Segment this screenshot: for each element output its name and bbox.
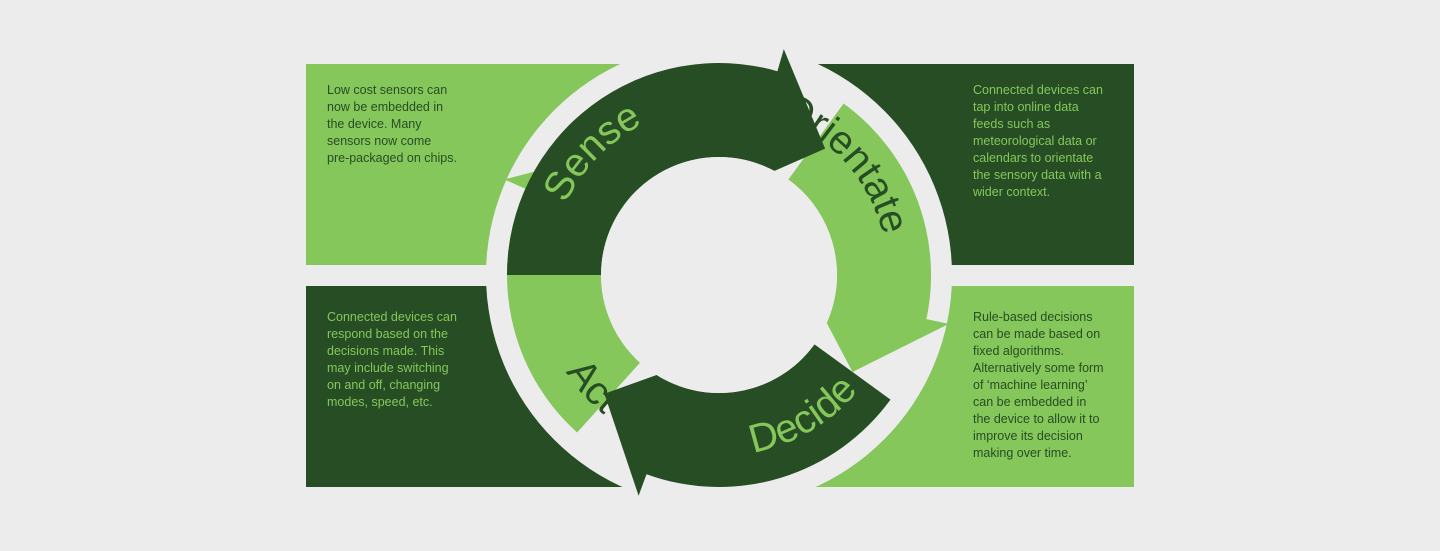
description-orientate: Connected devices can tap into online da… [973,83,1103,199]
description-sense: Low cost sensors can now be embedded in … [327,83,457,165]
description-decide: Rule-based decisions can be made based o… [973,310,1104,460]
center-hole [601,157,837,393]
cycle-arrows [504,49,949,496]
description-act: Connected devices can respond based on t… [327,310,457,409]
arrow-sense [507,49,826,275]
